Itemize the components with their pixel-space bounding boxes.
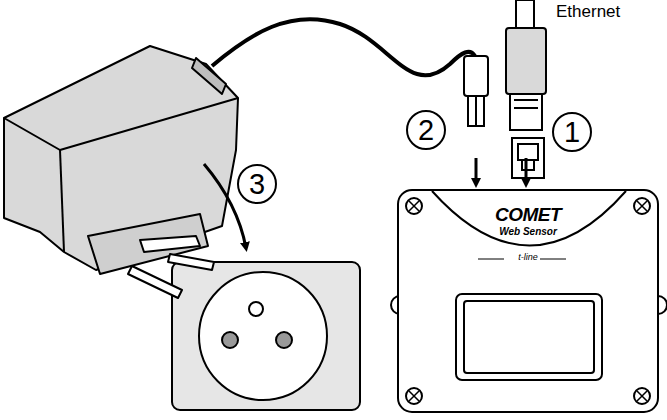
- insert-arrow: [475, 158, 478, 184]
- wall-socket: [172, 262, 360, 410]
- callout-number: 2: [406, 110, 446, 150]
- device-housing: [391, 190, 667, 412]
- callout-number: 1: [552, 112, 592, 152]
- power-cable: [212, 19, 475, 75]
- port-label: Ethernet: [556, 2, 620, 22]
- device-housing: COMETWeb Sensor t-line: [398, 190, 658, 412]
- insert-arrow: [525, 158, 528, 184]
- callout-text: 3: [249, 170, 265, 199]
- product-name: Web Sensor: [398, 226, 658, 237]
- callout-text: 2: [418, 116, 434, 145]
- power-adapter: [4, 46, 238, 298]
- brand-logo: COMET: [398, 204, 658, 226]
- callout-number: 3: [237, 164, 277, 204]
- callout-text: 1: [564, 118, 580, 147]
- ethernet-plug: [506, 0, 546, 178]
- dc-plug: [464, 56, 488, 126]
- product-line: t-line: [398, 252, 658, 262]
